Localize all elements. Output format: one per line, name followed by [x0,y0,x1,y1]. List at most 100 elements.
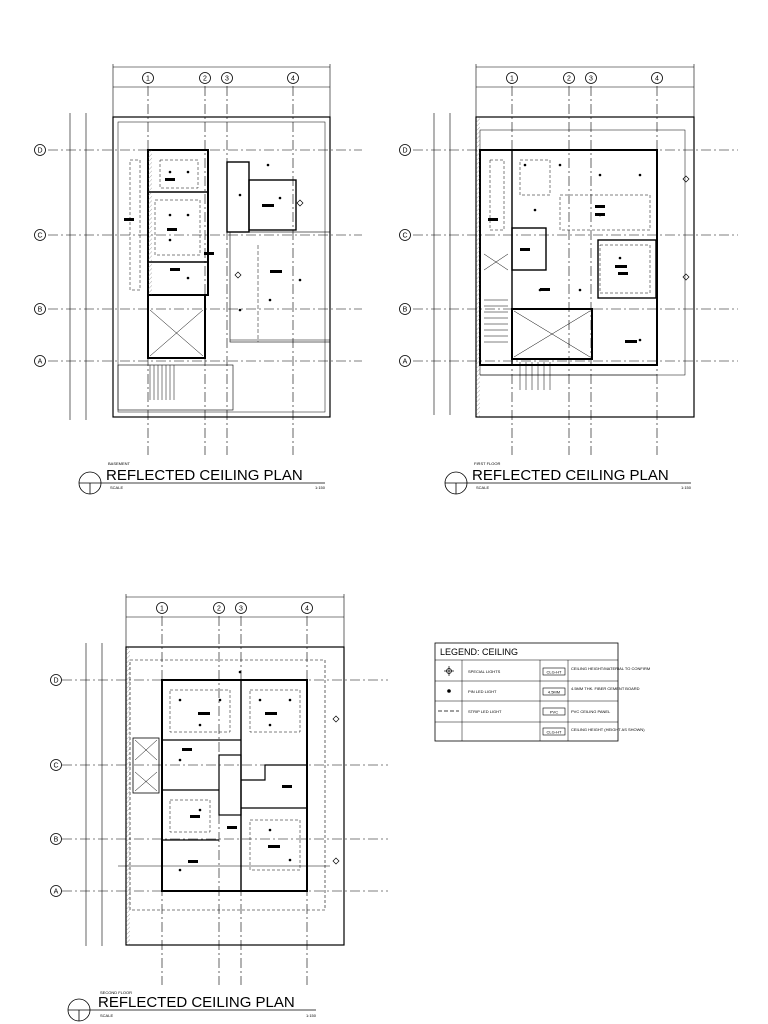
grid-lines [62,616,388,985]
grid-column-4-bubble [301,602,313,614]
scale-label: SCALE [100,1013,113,1018]
ceiling-tags [488,205,637,343]
legend-tag: PVC [550,710,558,715]
scale-label: SCALE [476,485,489,490]
title-block-basement: BASEMENT REFLECTED CEILING PLAN SCALE 1:… [78,461,326,495]
walls [112,116,331,418]
grid-row-B-bubble [399,303,411,315]
grid-row-A-bubble [50,885,62,897]
grid-column-4-label: 4 [655,76,659,83]
grid-column-1-bubble [156,602,168,614]
legend-tag-box [542,727,566,736]
grid-column-1-bubble [506,72,518,84]
strip-led-lights [129,159,201,291]
grid-column-1-bubble [142,72,154,84]
pin-led-lights [523,163,642,342]
legend-tag-box [542,667,566,676]
grid-column-2-bubble [563,72,575,84]
legend-row-desc: PVC CEILING PANEL [571,709,611,714]
legend-row-label: STRIP LED LIGHT [468,709,502,714]
pin-led-lights [168,163,302,312]
grid-column-3-label: 3 [225,76,229,83]
void-cross [483,253,591,358]
grid-row-B-bubble [34,303,46,315]
grid-row-C-bubble [34,229,46,241]
legend-row-label: SPECIAL LIGHTS [468,669,501,674]
walls [125,646,345,946]
stair-treads [149,365,175,400]
void-cross [149,309,204,357]
grid-row-A-label: A [54,889,59,896]
grid-row-D-label: D [53,678,58,685]
legend-tag-box [542,707,566,716]
grid-row-C-label: C [37,233,42,240]
scale-value: 1:150 [306,1013,317,1018]
plan-basement [48,64,362,455]
grid-row-A-bubble [34,355,46,367]
legend-row-desc: 4.5MM THK. FIBER CEMENT BOARD [571,686,640,691]
grid-row-B-label: B [54,837,59,844]
title-block-first-floor: FIRST FLOOR REFLECTED CEILING PLAN SCALE… [444,461,692,495]
wall-hatch [126,647,130,945]
grid-row-D-label: D [37,148,42,155]
grid-row-D-bubble [50,674,62,686]
grid-row-C-label: C [402,233,407,240]
plan-title: REFLECTED CEILING PLAN [472,467,669,484]
scale-value: 1:150 [315,485,326,490]
grid-row-D-label: D [402,148,407,155]
plan-first-floor [413,64,738,455]
grid-column-1-label: 1 [510,76,514,83]
grid-column-1-label: 1 [160,606,164,613]
grid-column-4-bubble [651,72,663,84]
grid-lines [413,86,738,455]
strip-led-lights [169,689,301,871]
grid-row-D-bubble [34,144,46,156]
plan-second-floor [62,594,388,985]
wall-hatch [476,117,480,417]
grid-column-2-label: 2 [203,76,207,83]
special-lights-icon [444,666,454,676]
legend-row-desc: CEILING HEIGHT/MATERIAL TO CONFIRM [571,666,650,671]
title-block-second-floor: SECOND FLOOR REFLECTED CEILING PLAN SCAL… [67,990,317,1022]
pin-led-lights [178,670,292,872]
plan-level-label: FIRST FLOOR [474,461,500,466]
grid-row-D-bubble [399,144,411,156]
grid-column-4-bubble [287,72,299,84]
pin-led-light-icon [447,689,451,693]
grid-lines [48,86,362,455]
grid-column-3-label: 3 [589,76,593,83]
grid-column-1-label: 1 [146,76,150,83]
grid-row-A-label: A [38,359,43,366]
grid-row-A-label: A [403,359,408,366]
dimension-lines [69,64,331,420]
stair-treads [484,299,551,390]
legend-title: LEGEND: CEILING [440,647,518,657]
legend-tag: CLG-HT [547,670,562,675]
grid-column-3-bubble [221,72,233,84]
grid-row-B-label: B [403,307,408,314]
grid-column-3-bubble [585,72,597,84]
grid-row-C-bubble [50,759,62,771]
special-light-icon [682,175,690,281]
scale-label: SCALE [110,485,123,490]
grid-column-2-label: 2 [217,606,221,613]
legend-tag-box [542,687,566,696]
special-light-icon [332,715,340,865]
legend-row-desc: CEILING HEIGHT (HEIGHT AS SHOWN) [571,727,645,732]
grid-row-B-bubble [50,833,62,845]
legend-row-label: PIN LED LIGHT [468,689,497,694]
dimension-lines [433,64,695,415]
grid-column-4-label: 4 [305,606,309,613]
ceiling-legend: LEGEND: CEILING SPECIAL LIGHTS CLG-HT CE… [434,642,650,742]
grid-column-4-label: 4 [291,76,295,83]
plan-level-label: BASEMENT [108,461,131,466]
walls [475,116,695,418]
grid-column-2-bubble [199,72,211,84]
plan-title: REFLECTED CEILING PLAN [106,467,303,484]
dimension-lines [85,594,345,946]
grid-row-C-label: C [53,763,58,770]
legend-tag: 4.5MM [548,690,560,695]
grid-row-C-bubble [399,229,411,241]
